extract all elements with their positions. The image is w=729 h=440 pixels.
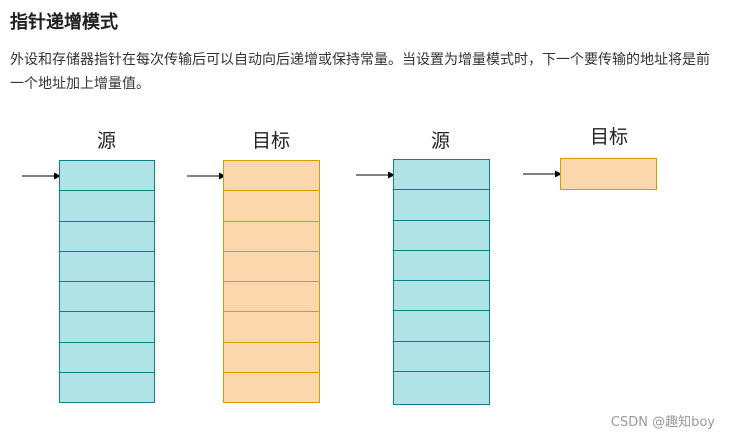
buffer-cell bbox=[60, 373, 154, 403]
watermark: CSDN @趣知boy bbox=[610, 415, 715, 430]
buffer-cell bbox=[60, 282, 154, 313]
group-1-label: 源 bbox=[97, 130, 117, 152]
description-text: 外设和存储器指针在每次传输后可以自动向后递增或保持常量。当设置为增量模式时，下一… bbox=[10, 52, 710, 92]
group-2-arrow bbox=[187, 172, 226, 180]
buffer-cell bbox=[394, 221, 489, 251]
destination-register bbox=[560, 158, 657, 190]
buffer-cell bbox=[224, 252, 319, 282]
buffer-cell bbox=[224, 222, 319, 252]
source-buffer-2 bbox=[393, 159, 490, 405]
buffer-cell bbox=[394, 160, 489, 191]
group-3-arrow bbox=[356, 171, 395, 179]
buffer-cell bbox=[224, 373, 319, 403]
buffer-cell bbox=[60, 312, 154, 343]
buffer-cell bbox=[60, 343, 154, 373]
buffer-cell bbox=[60, 222, 154, 252]
buffer-cell bbox=[224, 343, 319, 373]
buffer-cell bbox=[394, 190, 489, 221]
group-2-label: 目标 bbox=[252, 130, 291, 152]
source-buffer-1 bbox=[59, 160, 155, 403]
buffer-cell bbox=[394, 311, 489, 342]
buffer-cell bbox=[394, 281, 489, 312]
buffer-cell bbox=[394, 372, 489, 402]
destination-buffer-1 bbox=[223, 160, 320, 403]
buffer-cell bbox=[224, 312, 319, 343]
group-4-label: 目标 bbox=[590, 126, 629, 148]
buffer-cell bbox=[60, 161, 154, 192]
group-1-arrow bbox=[22, 172, 61, 180]
buffer-cell bbox=[394, 251, 489, 281]
buffer-cell bbox=[60, 191, 154, 222]
buffer-cell bbox=[224, 282, 319, 313]
buffer-cell bbox=[224, 191, 319, 222]
buffer-cell bbox=[224, 161, 319, 192]
buffer-cell bbox=[60, 252, 154, 282]
buffer-cell bbox=[394, 342, 489, 372]
group-3-label: 源 bbox=[431, 130, 451, 152]
page-title: 指针递增模式 bbox=[10, 12, 118, 33]
group-4-arrow bbox=[523, 170, 562, 178]
